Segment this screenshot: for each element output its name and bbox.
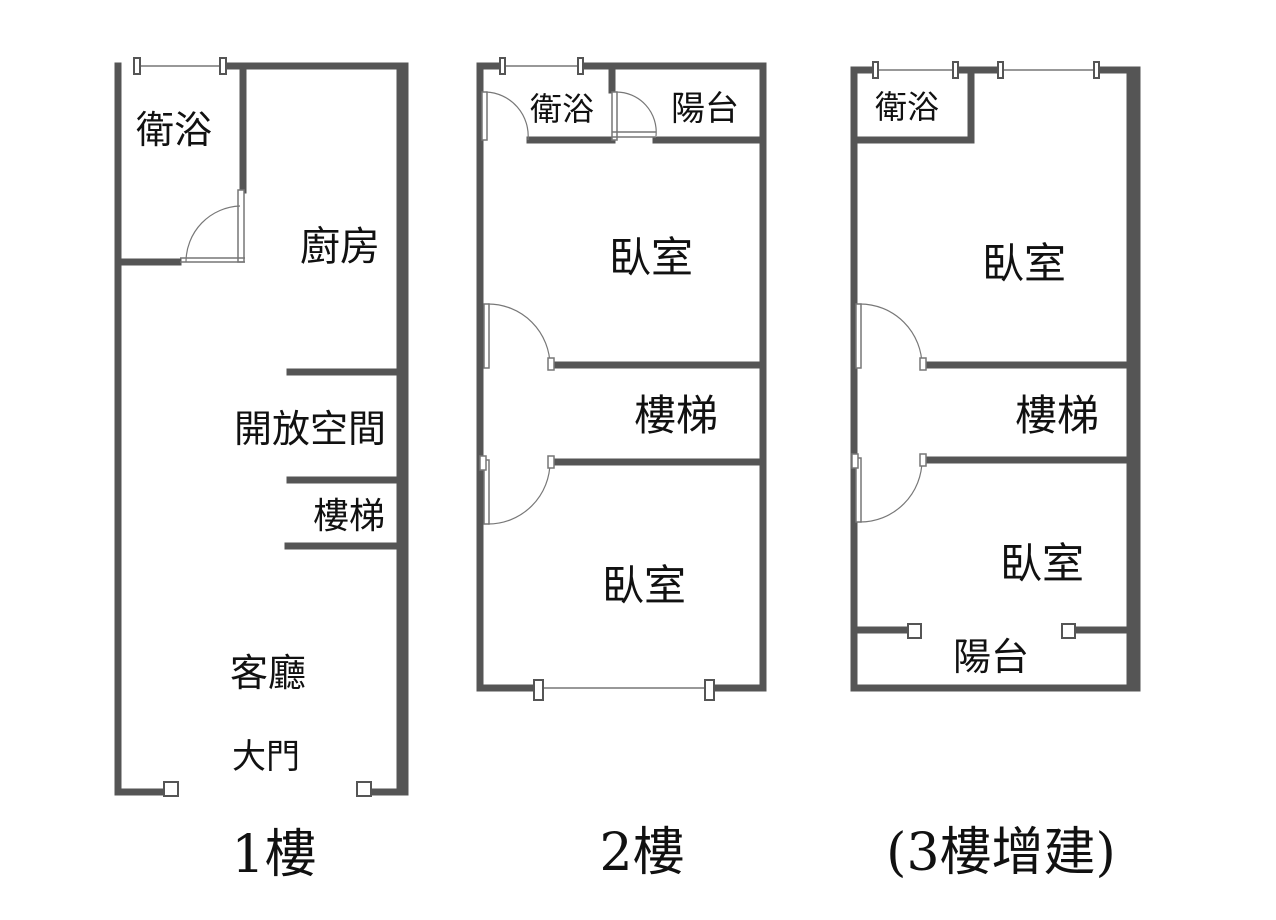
floor-3-stairs-label: 樓梯 [1015, 391, 1099, 440]
floor-2-window-top [499, 57, 584, 75]
floor-3-bath-label: 衛浴 [875, 88, 939, 126]
floor-2-bedroom-top-door [483, 303, 555, 371]
floor-2-plan: 衛浴 陽台 臥室 樓梯 臥室 2樓 [476, 57, 767, 883]
floor-1-bath-door [180, 189, 245, 263]
floor-3-walls [850, 66, 1141, 692]
floor-2-bath-label: 衛浴 [530, 90, 594, 128]
floor-1-bath-label: 衛浴 [136, 108, 212, 152]
floor-2-bedroom-bottom-label: 臥室 [602, 561, 686, 610]
floor-3-bedroom-bottom-label: 臥室 [1000, 539, 1084, 588]
floor-2-title: 2樓 [599, 823, 684, 883]
floor-3-window-bath [872, 61, 959, 79]
floor-1-main-door-posts [163, 781, 372, 797]
floor-1-open-space-label: 開放空間 [234, 407, 386, 451]
floor-3-window-bedroom [997, 61, 1100, 79]
floor-1-living-label: 客廳 [230, 651, 306, 695]
floor-3-plan: 衛浴 臥室 樓梯 臥室 陽台 (3樓增建) [850, 61, 1141, 883]
floor-3-bedroom-top-label: 臥室 [982, 239, 1066, 288]
floor-3-bedroom-bottom-door [851, 453, 927, 523]
floor-3-title: (3樓增建) [886, 823, 1116, 883]
floor-1-window-top [133, 57, 227, 75]
floor-2-balcony-door [611, 91, 657, 141]
floor-2-bedroom-top-label: 臥室 [609, 233, 693, 282]
floor-1-stairs-label: 樓梯 [313, 496, 385, 537]
floor-1-title: 1樓 [231, 825, 316, 885]
floor-1-plan: 衛浴 廚房 開放空間 樓梯 客廳 大門 1樓 [114, 57, 409, 885]
floor-1-walls [114, 62, 409, 796]
floor-2-walls [476, 62, 767, 692]
floor-2-bath-door [481, 91, 529, 141]
floor-3-bedroom-top-door [855, 303, 927, 371]
floor-3-balcony-posts [907, 623, 1076, 639]
floor-2-balcony-label: 陽台 [671, 89, 739, 129]
floor-1-kitchen-label: 廚房 [300, 224, 380, 270]
floor-1-main-door-label: 大門 [232, 737, 300, 777]
floor-3-balcony-label: 陽台 [953, 635, 1029, 679]
floor-2-window-bottom [533, 679, 715, 701]
floor-2-stairs-label: 樓梯 [634, 391, 718, 440]
floor-2-bedroom-bottom-door [479, 455, 555, 525]
